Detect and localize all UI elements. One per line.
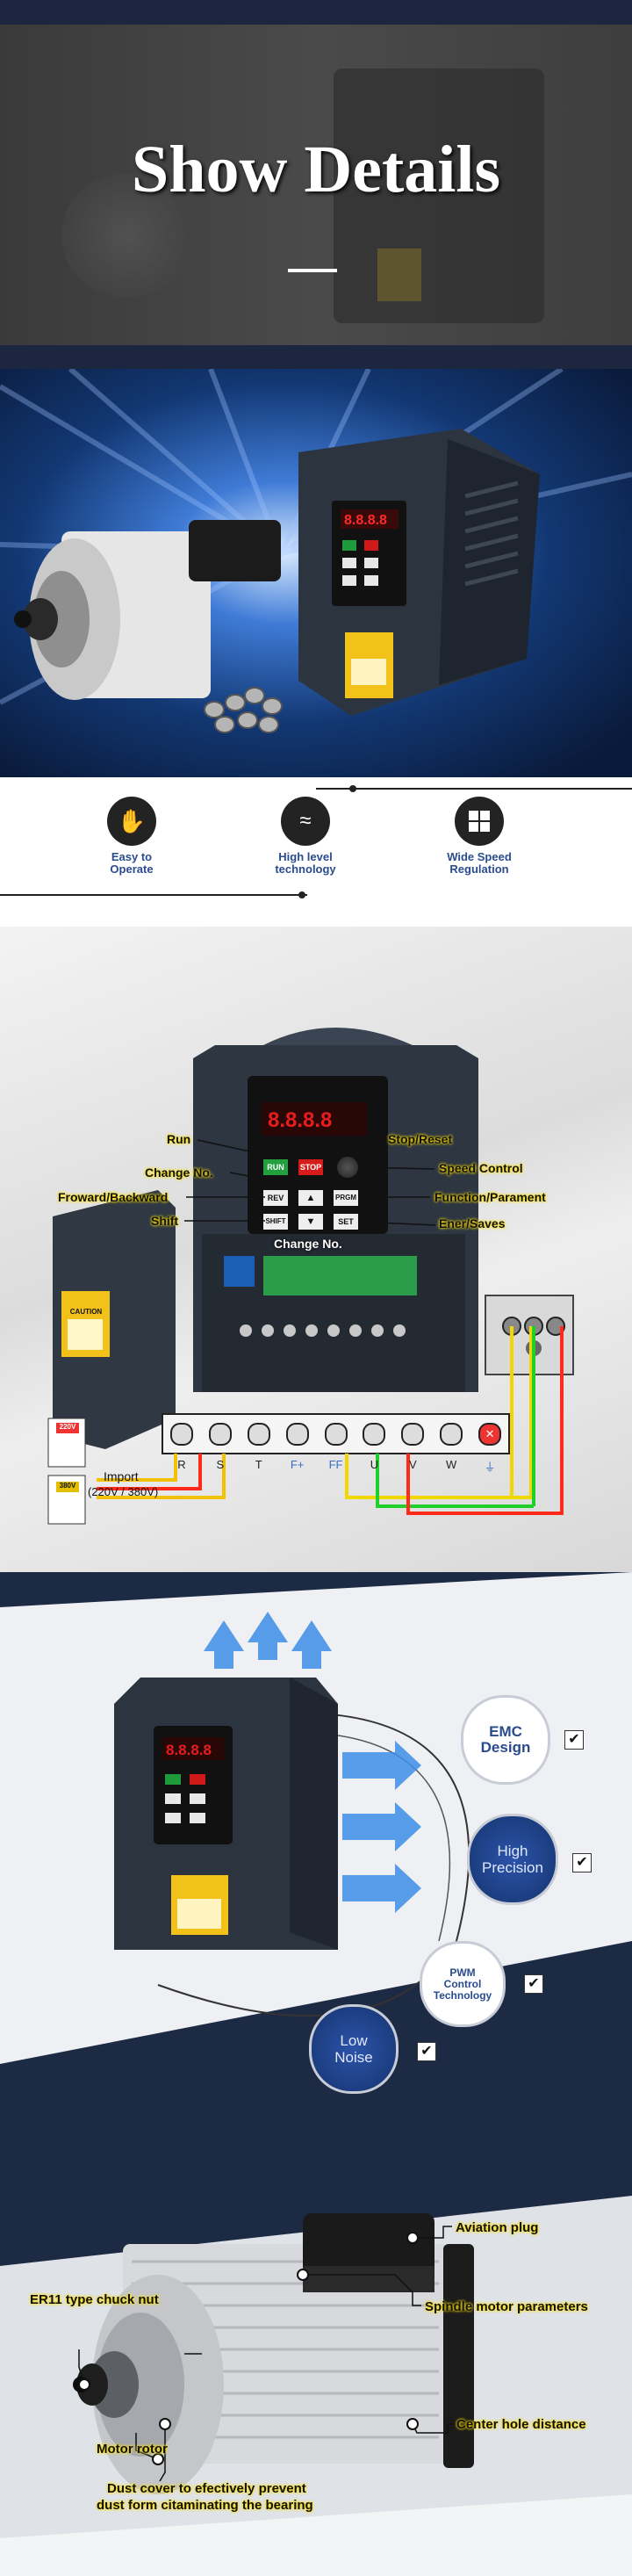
set-key[interactable]: SET — [334, 1214, 358, 1230]
callout-center-hole: Center hole distance — [456, 2417, 586, 2432]
callout-stop-reset: Stop/Reset — [388, 1132, 453, 1146]
speed-knob[interactable] — [337, 1157, 358, 1178]
terminal-label: S — [216, 1458, 225, 1471]
feature-label: Wide Speed Regulation — [447, 850, 512, 876]
terminal-screw-icon — [240, 1418, 278, 1449]
terminal-screw-icon — [201, 1418, 240, 1449]
collets-photo — [204, 687, 283, 733]
terminal-row: ✕ — [162, 1418, 509, 1449]
header-section: Show Details — [0, 0, 632, 369]
inverter-photo-2: 8.8.8.8 — [114, 1678, 338, 1950]
callout-chuck-nut: ER11 type chuck nut — [30, 2292, 159, 2307]
page-title: Show Details — [131, 133, 501, 206]
callout-aviation-plug: Aviation plug — [456, 2220, 539, 2235]
bg-spindle-image — [61, 174, 193, 297]
callout-forward-backward: Froward/Backward — [58, 1190, 169, 1204]
callout-change-no-1: Change No. — [145, 1165, 213, 1180]
benefits-section: 8.8.8.8 EMC Design ✔ High Precision ✔ PW… — [0, 1572, 632, 2161]
svg-text:8.8.8.8: 8.8.8.8 — [166, 1742, 212, 1758]
benefit-label: EMC Design — [480, 1723, 531, 1756]
import-voltage-label: (220V / 380V) — [88, 1485, 159, 1498]
benefit-emc-design: EMC Design — [461, 1695, 550, 1785]
callout-spindle-params: Spindle motor parameters — [425, 2299, 588, 2314]
terminal-screw-icon — [432, 1418, 470, 1449]
up-key[interactable]: ▲ — [298, 1190, 323, 1206]
terminal-screw-icon — [355, 1418, 393, 1449]
rev-key[interactable]: REV — [263, 1190, 288, 1206]
benefit-pwm-control: PWM Control Technology — [420, 1941, 506, 2027]
spindle-motor-photo-2 — [73, 2213, 474, 2494]
terminal-screw-icon — [162, 1418, 201, 1449]
callout-dust-cover-line1: Dust cover to efectively prevent — [107, 2481, 306, 2496]
down-key[interactable]: ▼ — [298, 1214, 323, 1230]
spindle-motor-photo — [14, 520, 281, 700]
terminal-label: R — [177, 1458, 186, 1471]
feature-label: Easy to Operate — [110, 850, 154, 876]
terminal-label: U — [370, 1458, 379, 1471]
waves-icon: ≈ — [281, 797, 330, 846]
bg-inverter-image — [334, 69, 544, 323]
import-label: Import — [104, 1469, 139, 1483]
shift-key[interactable]: SHIFT — [263, 1214, 288, 1230]
header-banner — [0, 25, 632, 345]
callout-shift: Shift — [151, 1214, 179, 1228]
inverter-photo: 8.8.8.8 — [298, 429, 540, 716]
benefit-high-precision: High Precision — [467, 1814, 558, 1905]
terminal-label: FF — [328, 1458, 343, 1471]
terminal-label: F+ — [290, 1458, 305, 1471]
callout-speed-control: Speed Control — [439, 1161, 523, 1175]
divider-dot-top — [349, 785, 356, 792]
ground-screw-icon: ✕ — [470, 1418, 509, 1449]
benefit-label: High Precision — [482, 1843, 543, 1876]
callout-run: Run — [167, 1132, 191, 1146]
terminal-labels: R S T F+ FF U V W ⏚ — [162, 1458, 509, 1475]
callout-change-no-2: Change No. — [274, 1237, 342, 1251]
panel-section: 8.8.8.8 — [0, 927, 632, 1572]
divider-line-bottom — [0, 894, 307, 896]
bg-warning-label — [377, 249, 421, 301]
mains-220-label: 220V — [59, 1423, 76, 1431]
terminal-label: V — [408, 1458, 417, 1471]
terminal-screw-icon — [278, 1418, 317, 1449]
features-section: ✋ Easy to Operate ≈ High level technolog… — [0, 777, 632, 927]
motor-section: Aviation plug ER11 type chuck nut Spindl… — [0, 2161, 632, 2576]
divider-dot-bottom — [298, 891, 305, 898]
motor-diagram — [0, 2161, 632, 2576]
benefit-label: PWM Control Technology — [433, 1966, 492, 2002]
hand-icon: ✋ — [107, 797, 156, 846]
terminal-label: ⏚ — [484, 1461, 496, 1474]
feature-high-tech: ≈ High level technology — [253, 797, 358, 876]
benefit-low-noise: Low Noise — [309, 2004, 399, 2094]
terminal-label: W — [446, 1458, 457, 1471]
callout-motor-rotor: Motor rotor — [97, 2442, 168, 2457]
terminal-label: T — [255, 1458, 262, 1471]
windows-icon — [455, 797, 504, 846]
feature-easy-operate: ✋ Easy to Operate — [79, 797, 184, 876]
check-icon: ✔ — [417, 2042, 436, 2061]
callout-lines — [184, 1139, 436, 1226]
hero-section: 8.8.8.8 — [0, 369, 632, 777]
feature-wide-speed: Wide Speed Regulation — [427, 797, 532, 876]
callout-ener-saves: Ener/Saves — [439, 1216, 506, 1230]
caution-label: CAUTION — [69, 1308, 103, 1316]
svg-text:8.8.8.8: 8.8.8.8 — [268, 1108, 332, 1132]
check-icon: ✔ — [524, 1974, 543, 1994]
callout-function-parament: Function/Parament — [434, 1190, 546, 1204]
run-key[interactable]: RUN — [263, 1159, 288, 1175]
check-icon: ✔ — [564, 1730, 584, 1750]
prgm-key[interactable]: PRGM — [334, 1190, 358, 1206]
callout-dust-cover-line2: dust form citaminating the bearing — [97, 2498, 313, 2513]
terminal-screw-icon — [393, 1418, 432, 1449]
title-underline — [288, 269, 337, 272]
feature-label: High level technology — [275, 850, 336, 876]
divider-line-top — [316, 788, 632, 790]
benefit-label: Low Noise — [334, 2032, 373, 2066]
hero-image: 8.8.8.8 — [0, 369, 632, 777]
mains-plugs — [47, 1418, 86, 1525]
check-icon: ✔ — [572, 1853, 592, 1872]
mains-380-label: 380V — [59, 1482, 76, 1490]
terminal-screw-icon — [317, 1418, 356, 1449]
svg-text:8.8.8.8: 8.8.8.8 — [344, 513, 387, 528]
stop-key[interactable]: STOP — [298, 1159, 323, 1175]
